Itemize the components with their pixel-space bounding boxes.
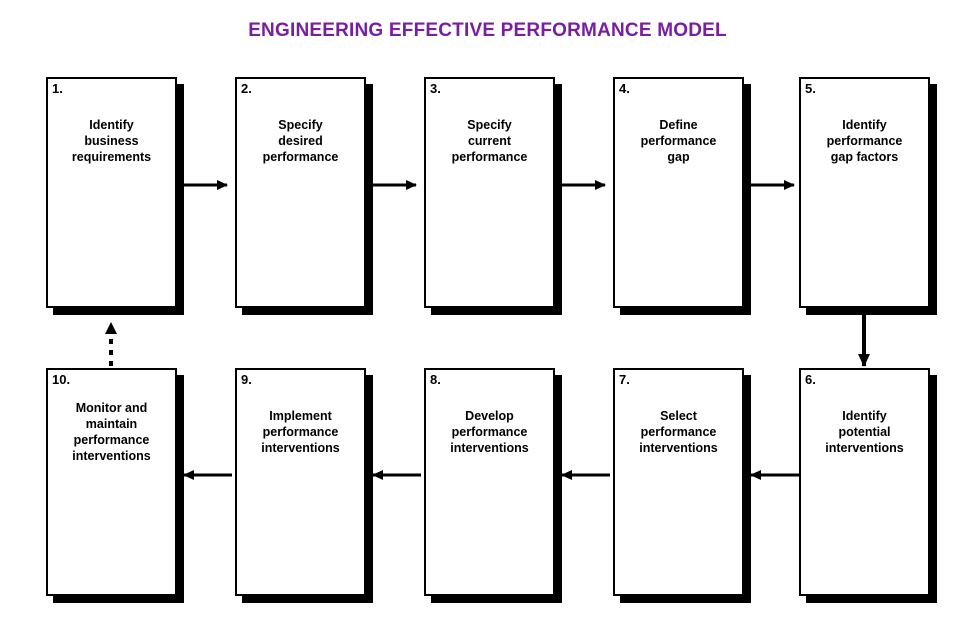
node-label: Select performance interventions: [639, 409, 718, 455]
process-node-2[interactable]: 2. Specify desired performance: [235, 77, 366, 308]
node-label: Develop performance interventions: [450, 409, 529, 455]
node-number: 4.: [619, 81, 630, 96]
node-number: 7.: [619, 372, 630, 387]
node-label: Identify business requirements: [71, 118, 152, 164]
node-number: 10.: [52, 372, 71, 387]
process-node-4[interactable]: 4. Define performance gap: [613, 77, 744, 308]
node-label: Define performance gap: [640, 118, 717, 164]
process-node-8[interactable]: 8. Develop performance interventions: [424, 368, 555, 596]
node-number: 8.: [430, 372, 441, 387]
process-node-9[interactable]: 9. Implement performance interventions: [235, 368, 366, 596]
process-node-6[interactable]: 6. Identify potential interventions: [799, 368, 930, 596]
node-number: 2.: [241, 81, 252, 96]
node-number: 1.: [52, 81, 63, 96]
node-label: Implement performance interventions: [261, 409, 340, 455]
node-number: 6.: [805, 372, 816, 387]
node-number: 5.: [805, 81, 816, 96]
node-label: Identify performance gap factors: [826, 118, 903, 164]
node-label: Specify desired performance: [262, 118, 339, 164]
node-label: Monitor and maintain performance interve…: [72, 401, 151, 463]
process-node-7[interactable]: 7. Select performance interventions: [613, 368, 744, 596]
process-node-1[interactable]: 1. Identify business requirements: [46, 77, 177, 308]
process-node-10[interactable]: 10. Monitor and maintain performance int…: [46, 368, 177, 596]
node-label: Identify potential interventions: [825, 409, 904, 455]
node-number: 3.: [430, 81, 441, 96]
node-label: Specify current performance: [451, 118, 528, 164]
process-node-5[interactable]: 5. Identify performance gap factors: [799, 77, 930, 308]
node-number: 9.: [241, 372, 252, 387]
process-node-3[interactable]: 3. Specify current performance: [424, 77, 555, 308]
page-title: ENGINEERING EFFECTIVE PERFORMANCE MODEL: [248, 20, 727, 41]
